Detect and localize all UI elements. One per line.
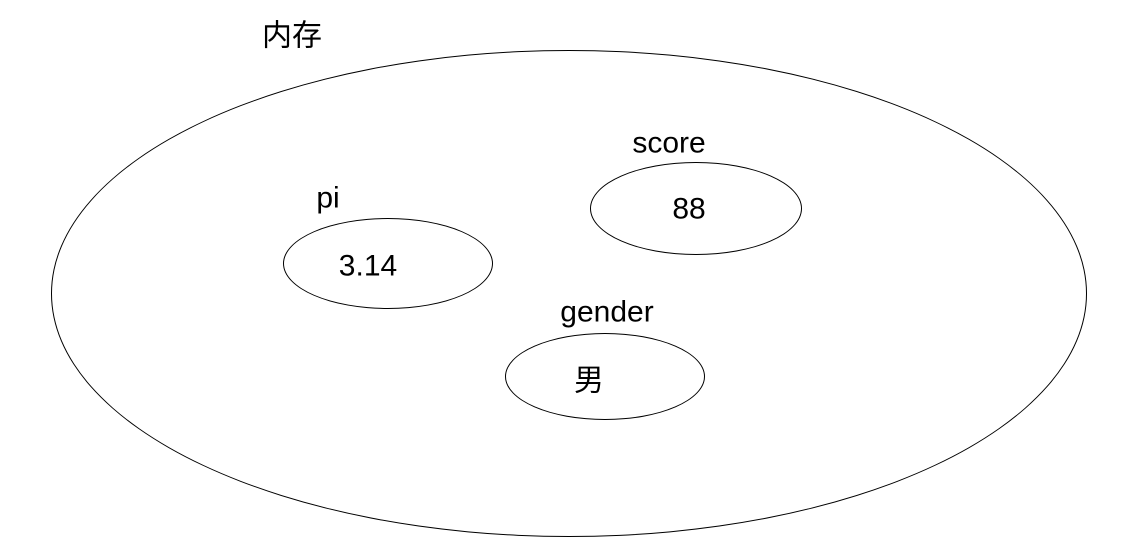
variable-value-pi: 3.14 xyxy=(338,249,398,283)
variable-value-gender: 男 xyxy=(574,364,604,398)
variable-ellipse-gender xyxy=(505,333,705,420)
variable-ellipse-pi xyxy=(283,218,493,309)
memory-label: 内存 xyxy=(262,19,322,53)
variable-value-score: 88 xyxy=(672,192,706,226)
memory-ellipse xyxy=(51,50,1087,537)
variable-name-score: score xyxy=(632,126,706,160)
variable-name-gender: gender xyxy=(560,295,654,329)
variable-name-pi: pi xyxy=(316,181,340,215)
variable-ellipse-score xyxy=(590,162,802,255)
